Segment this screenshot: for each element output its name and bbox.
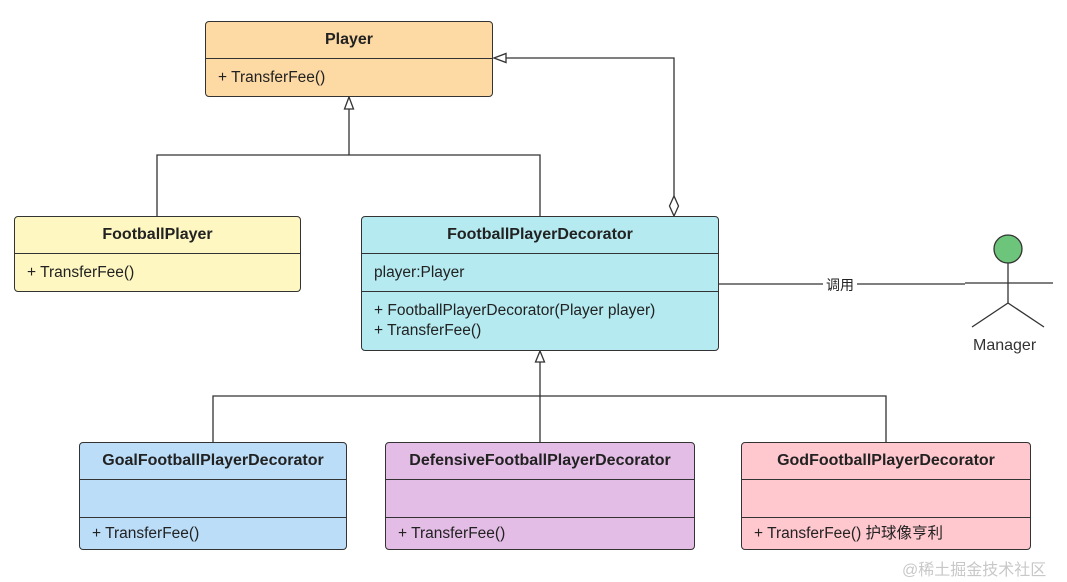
class-name: FootballPlayer	[15, 217, 300, 254]
attributes-section	[80, 480, 346, 518]
method: + FootballPlayerDecorator(Player player)	[374, 302, 656, 319]
attributes-section: player:Player	[362, 254, 718, 292]
attributes-section	[386, 480, 694, 518]
methods-section: + TransferFee()	[386, 518, 694, 549]
inheritance-arrow-decorator	[534, 349, 546, 363]
class-name: GoalFootballPlayerDecorator	[80, 443, 346, 480]
inheritance-line-god	[540, 395, 887, 442]
method: + TransferFee()	[218, 69, 326, 86]
actor-head	[993, 234, 1023, 264]
method: + TransferFee()	[27, 264, 135, 281]
class-name: GodFootballPlayerDecorator	[742, 443, 1030, 480]
inheritance-arrow-player	[343, 95, 355, 110]
attribute: player:Player	[374, 263, 465, 281]
methods-section: + TransferFee()	[80, 518, 346, 549]
inheritance-line-footballplayer	[156, 154, 349, 216]
class-god-football-player-decorator[interactable]: GodFootballPlayerDecorator + TransferFee…	[741, 442, 1031, 550]
class-name: DefensiveFootballPlayerDecorator	[386, 443, 694, 480]
method: + TransferFee()	[398, 525, 506, 542]
class-player[interactable]: Player + TransferFee()	[205, 21, 493, 97]
method: + TransferFee() 护球像亨利	[754, 525, 944, 542]
methods-section: + TransferFee() 护球像亨利	[742, 518, 1030, 549]
methods-section: + TransferFee()	[15, 254, 300, 291]
class-goal-football-player-decorator[interactable]: GoalFootballPlayerDecorator + TransferFe…	[79, 442, 347, 550]
methods-section: + FootballPlayerDecorator(Player player)…	[362, 292, 718, 350]
class-football-player-decorator[interactable]: FootballPlayerDecorator player:Player + …	[361, 216, 719, 351]
method: + TransferFee()	[92, 525, 200, 542]
method: + TransferFee()	[374, 322, 482, 339]
watermark: @稀土掘金技术社区	[902, 562, 1047, 579]
aggregation-diamond	[668, 194, 680, 218]
class-defensive-football-player-decorator[interactable]: DefensiveFootballPlayerDecorator + Trans…	[385, 442, 695, 550]
attributes-section	[742, 480, 1030, 518]
aggregation-line	[506, 57, 675, 196]
inheritance-line-goal	[212, 395, 540, 442]
actor-left-leg	[971, 302, 1009, 328]
class-football-player[interactable]: FootballPlayer + TransferFee()	[14, 216, 301, 292]
methods-section: + TransferFee()	[206, 59, 492, 96]
inheritance-line-decorator	[348, 109, 541, 216]
actor-label: Manager	[973, 337, 1037, 354]
aggregation-arrow-player	[492, 52, 507, 64]
class-name: FootballPlayerDecorator	[362, 217, 718, 254]
actor-right-leg	[1007, 302, 1045, 328]
association-label: 调用	[823, 275, 857, 295]
class-name: Player	[206, 22, 492, 59]
